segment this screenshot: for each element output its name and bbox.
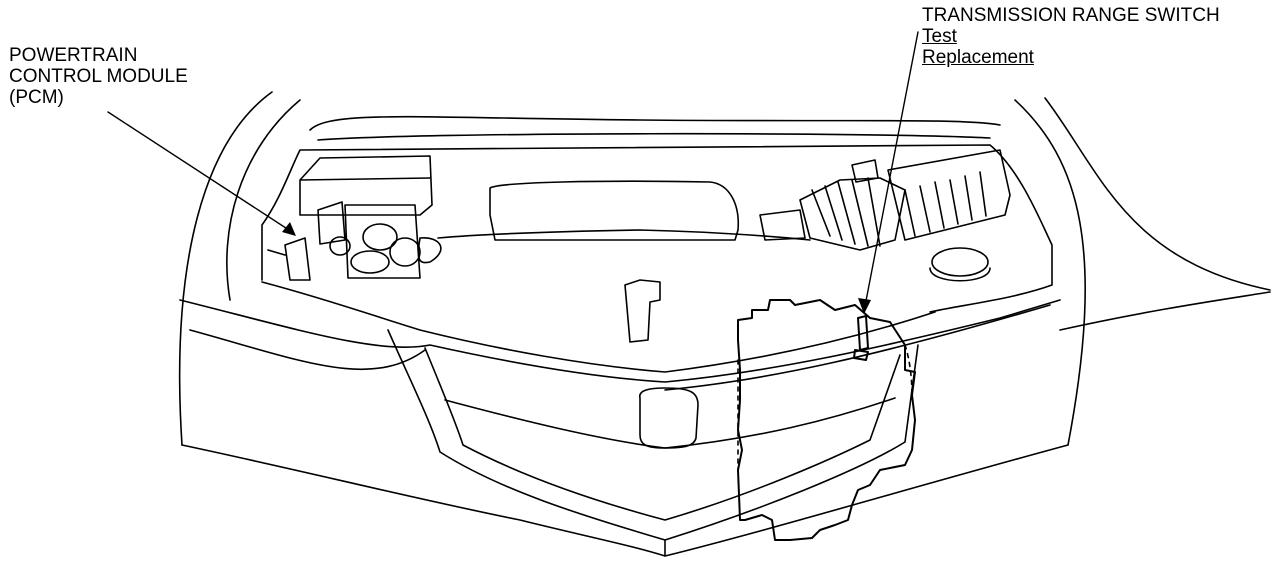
pcm-hole-4 xyxy=(389,237,421,267)
cutaway-outline xyxy=(737,299,916,541)
pcm-hole-2 xyxy=(362,223,398,251)
pcm-leader-line xyxy=(107,111,293,233)
bumper-lower-line xyxy=(189,304,1051,391)
pcm-hole-1 xyxy=(329,236,351,256)
air-cleaner-box xyxy=(887,149,1011,241)
air-duct xyxy=(417,237,442,264)
front-lower-valance xyxy=(181,444,1069,557)
air-intake-ribs xyxy=(811,177,881,247)
intake-clamp xyxy=(759,209,806,241)
trs-test-link[interactable]: Test xyxy=(922,26,957,47)
grille-bar xyxy=(444,397,896,449)
pcm-label-line2: CONTROL MODULE xyxy=(9,66,188,87)
engine-cover xyxy=(489,180,740,241)
cutaway-dashes xyxy=(737,344,913,471)
pcm-leader-arrow xyxy=(282,222,296,236)
battery xyxy=(299,155,433,216)
air-intake-tube xyxy=(799,177,906,251)
pcm-label-line3: (PCM) xyxy=(9,87,64,108)
right-fender-line xyxy=(1059,291,1271,331)
trs-component xyxy=(853,315,869,361)
pcm-hole-3 xyxy=(350,250,390,274)
trs-label-title: TRANSMISSION RANGE SWITCH xyxy=(922,5,1220,26)
engine-bay-outline xyxy=(261,144,1053,313)
front-crossmember xyxy=(261,281,936,373)
reservoir-base xyxy=(929,267,991,282)
engine-cover-front xyxy=(437,229,811,241)
pcm-housing xyxy=(317,201,421,279)
left-fender-inner xyxy=(226,99,301,301)
hood-inner-edge xyxy=(317,132,991,141)
pcm-bracket xyxy=(267,237,311,281)
trs-leader-line xyxy=(864,31,919,307)
bumper-upper-line xyxy=(179,299,1061,383)
right-fender-outer xyxy=(1014,99,1086,446)
intake-sensor xyxy=(851,159,879,183)
grille-inner xyxy=(424,347,901,521)
hood-latch xyxy=(624,279,661,343)
air-cleaner-ribs xyxy=(904,171,987,237)
trs-leader-arrow xyxy=(858,298,871,314)
trs-label: TRANSMISSION RANGE SWITCH Test Replaceme… xyxy=(922,5,1220,68)
trs-replacement-link[interactable]: Replacement xyxy=(922,47,1034,68)
pcm-label: POWERTRAIN CONTROL MODULE (PCM) xyxy=(9,45,188,108)
reservoir xyxy=(931,247,989,277)
left-fender-outer xyxy=(178,91,273,446)
emblem xyxy=(639,387,699,449)
grille-outer xyxy=(387,329,919,541)
right-fender-inner xyxy=(1044,97,1271,291)
hood-top-edge xyxy=(309,115,1001,131)
pcm-label-line1: POWERTRAIN xyxy=(9,45,138,66)
